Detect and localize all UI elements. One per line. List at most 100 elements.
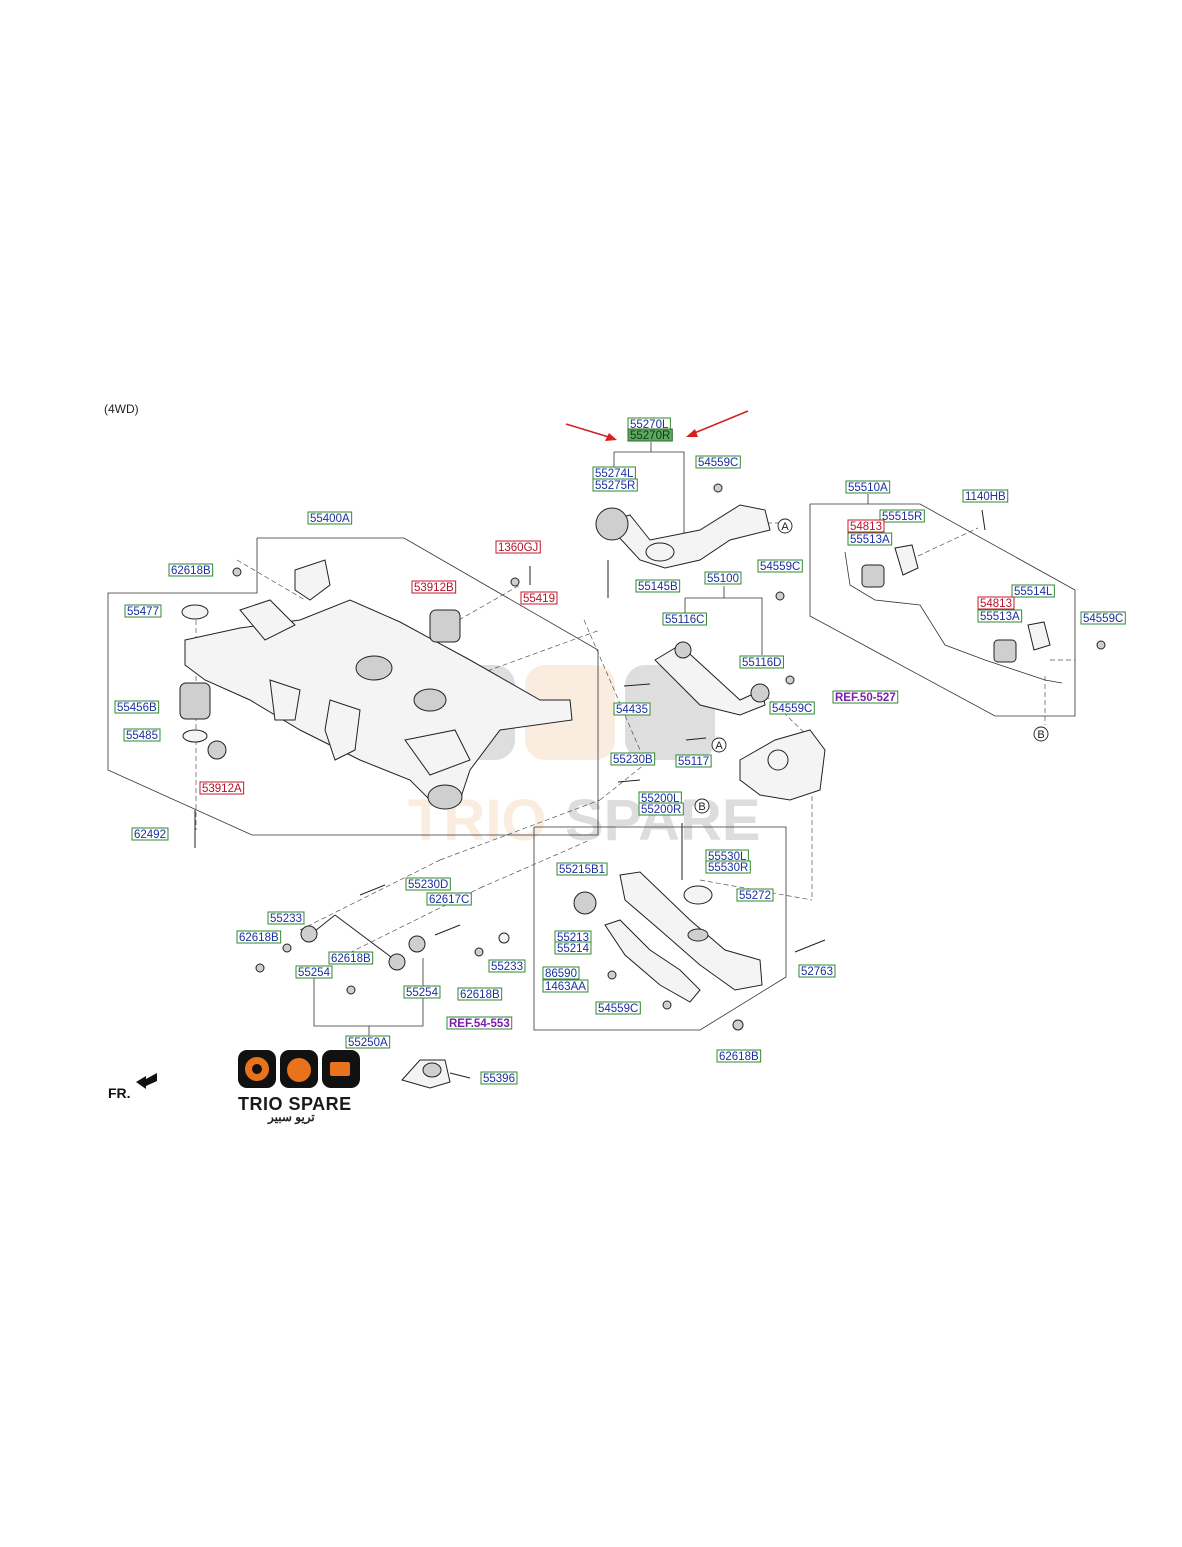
callout-text: 55513A (850, 534, 890, 546)
callout-box (267, 911, 305, 925)
callout-box (662, 612, 707, 626)
callout-text: 55145B (638, 581, 678, 593)
callout-text: 53912A (202, 783, 242, 795)
callout-55200l: 55200L (638, 791, 682, 805)
callout-54813: 54813 (977, 596, 1015, 610)
callout-text: 55270L (630, 419, 669, 431)
callout-box (426, 892, 472, 906)
callout-55116c: 55116C (662, 612, 707, 626)
callout-55530l: 55530L (705, 849, 749, 863)
callout-ref-54-553: REF.54-553 (446, 1016, 513, 1030)
callout-55477: 55477 (124, 604, 162, 618)
callout-text: 1140HB (965, 491, 1006, 503)
circle-markers: A A B B (694, 518, 1049, 814)
callout-box (1080, 611, 1126, 625)
callout-55214: 55214 (554, 941, 592, 955)
callout-1360gj: 1360GJ (495, 540, 541, 554)
callout-box (635, 579, 681, 593)
callout-box (847, 519, 885, 533)
callout-box (199, 781, 245, 795)
callout-box (554, 941, 592, 955)
callout-text: 55254 (298, 967, 331, 979)
front-label: FR. (108, 1085, 131, 1101)
callout-62492: 62492 (131, 827, 169, 841)
callout-text: 62618B (331, 953, 371, 965)
callout-55254: 55254 (403, 985, 441, 999)
callout-55419: 55419 (520, 591, 558, 605)
callout-box (832, 690, 899, 704)
callout-55254: 55254 (295, 965, 333, 979)
callout-55275r: 55275R (592, 478, 638, 492)
callout-86590: 86590 (542, 966, 580, 980)
callout-text: 55117 (678, 756, 709, 768)
callout-box (131, 827, 169, 841)
callout-box (627, 428, 673, 442)
marker-a: A (711, 737, 727, 753)
callout-55100: 55100 (704, 571, 742, 585)
callout-54813: 54813 (847, 519, 885, 533)
marker-a: A (777, 518, 793, 534)
callout-text: 55100 (707, 573, 739, 585)
callout-box (675, 754, 712, 768)
callout-text: 55116D (742, 657, 781, 669)
callout-text: 62617C (429, 894, 469, 906)
callout-box (123, 728, 161, 742)
callout-52763: 52763 (798, 964, 836, 978)
callout-box (457, 987, 503, 1001)
callout-text: 53912B (414, 582, 454, 594)
marker-b: B (694, 798, 710, 814)
callout-55510a: 55510A (845, 480, 891, 494)
callout-55513a: 55513A (977, 609, 1023, 623)
callout-text: 52763 (801, 966, 833, 978)
callout-box (736, 888, 774, 902)
marker-b: B (1033, 726, 1049, 742)
callout-box (480, 1071, 518, 1085)
callout-55230b: 55230B (610, 752, 656, 766)
callout-text: 55477 (127, 606, 159, 618)
callout-box (757, 559, 803, 573)
brand-name: TRIO SPARE (238, 1094, 352, 1114)
marker-letter: A (781, 521, 789, 533)
callout-box (114, 700, 160, 714)
callout-55396: 55396 (480, 1071, 518, 1085)
callout-text: 55274L (595, 468, 634, 480)
callout-text: 55510A (848, 482, 888, 494)
brand-logo (238, 1050, 360, 1088)
brand-name-arabic: تريو سبير (268, 1110, 315, 1124)
callout-box (168, 563, 214, 577)
callout-text: 62618B (239, 932, 279, 944)
callout-text: 55116C (665, 614, 704, 626)
callout-text: REF.50-527 (835, 692, 896, 704)
callout-text: 55515R (882, 511, 922, 523)
callout-box (705, 860, 751, 874)
callout-54559c: 54559C (1080, 611, 1126, 625)
callout-labels: 55270L55270R55274L55275R54559C55400A1360… (114, 417, 1126, 1085)
lower-control-arm (573, 779, 826, 1031)
callout-62618b: 62618B (716, 1049, 762, 1063)
callout-1140hb: 1140HB (962, 489, 1009, 503)
callout-text: 54559C (1083, 613, 1123, 625)
callout-text: 55254 (406, 987, 439, 999)
callout-62618b: 62618B (168, 563, 214, 577)
callout-box (716, 1049, 762, 1063)
callout-55215b1: 55215B1 (556, 862, 608, 876)
callout-box (739, 655, 784, 669)
front-direction-arrow (136, 1073, 157, 1089)
callout-text: 54813 (850, 521, 882, 533)
callout-box (542, 979, 589, 993)
rear-subframe (179, 559, 573, 848)
callout-box (345, 1035, 391, 1049)
callout-text: 55513A (980, 611, 1020, 623)
callout-box (595, 1001, 641, 1015)
callout-54559c: 54559C (695, 455, 741, 469)
callout-text: 55530R (708, 862, 748, 874)
callout-62617c: 62617C (426, 892, 472, 906)
callout-text: 55200R (641, 804, 681, 816)
callout-55117: 55117 (675, 754, 712, 768)
callout-text: 55400A (310, 513, 350, 525)
callout-text: 55396 (483, 1073, 515, 1085)
callout-box (977, 596, 1015, 610)
callout-text: 1463AA (545, 981, 586, 993)
callout-1463aa: 1463AA (542, 979, 589, 993)
callout-box (124, 604, 162, 618)
